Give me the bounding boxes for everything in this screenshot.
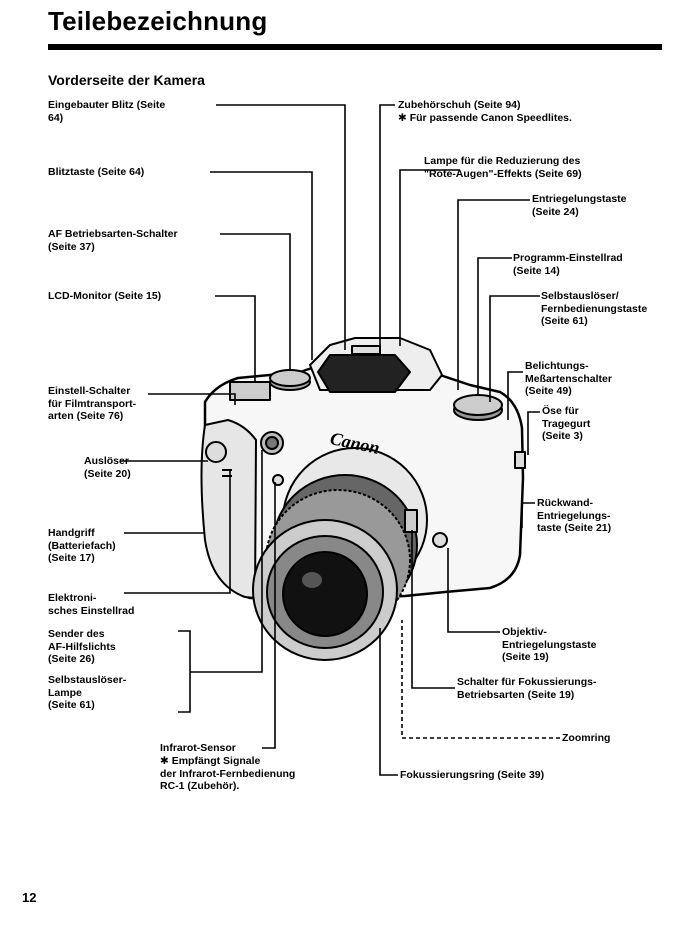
line-entriegelung [457, 199, 530, 390]
line-selbst [489, 295, 540, 402]
label-fokus-schalter: Schalter für Fokussierungs- Betriebsarte… [457, 676, 597, 701]
lens-release-button [432, 532, 448, 548]
label-einstell-schalter: Einstell-Schalter für Filmtransport- art… [48, 385, 137, 422]
label-sender-af-hilfslicht: Sender des AF-Hilfslichts (Seite 26) [48, 628, 116, 665]
label-ausloeser: Auslöser (Seite 20) [84, 455, 131, 480]
line-belichtung [507, 371, 523, 420]
note-zubehoerschuh: ✱ Für passende Canon Speedlites. [398, 112, 572, 124]
note-infrarot: ✱ Empfängt Signale der Infrarot-Fernbedi… [160, 755, 296, 792]
line-infrarot [262, 482, 276, 749]
label-lampe-rote-augen: Lampe für die Reduzierung des "Rote-Auge… [424, 155, 582, 180]
camera-illustration [200, 337, 526, 661]
label-handgriff: Handgriff (Batteriefach) (Seite 17) [48, 527, 116, 564]
label-belichtungs-messartenschalter: Belichtungs- Meßartenschalter (Seite 49) [525, 360, 612, 397]
label-fokussierungsring: Fokussierungsring (Seite 39) [400, 769, 545, 781]
line-blitztaste [210, 171, 313, 360]
label-infrarot-sensor: Infrarot-Sensor [160, 742, 236, 754]
line-fokusring [379, 628, 398, 776]
page-title: Teilebezeichnung [48, 6, 268, 36]
lens-glass [282, 551, 368, 637]
label-selbstausloeser-fernbedienung: Selbstauslöser/ Fernbedienungstaste (Sei… [541, 290, 648, 327]
line-rueckwand [521, 502, 535, 528]
focus-mode-switch [404, 509, 418, 533]
line-af-schalter [220, 233, 291, 370]
line-blitz [216, 104, 346, 350]
red-eye-lamp [351, 345, 381, 355]
label-programm-einstellrad: Programm-Einstellrad (Seite 14) [513, 252, 623, 277]
handgrip [200, 419, 257, 599]
line-einstellrad [124, 470, 231, 594]
line-sender-link [190, 450, 263, 673]
label-zoomring: Zoomring [562, 732, 611, 744]
line-einstell [148, 393, 236, 405]
line-zoomring [401, 620, 560, 739]
label-eingebauter-blitz: Eingebauter Blitz (Seite 64) [48, 99, 166, 124]
label-entriegelungstaste: Entriegelungstaste (Seite 24) [532, 193, 627, 218]
shutter-button [205, 441, 227, 463]
lcd-monitor [229, 381, 271, 401]
label-blitztaste: Blitztaste (Seite 64) [48, 166, 145, 178]
line-lcd [215, 295, 256, 382]
label-af-betriebsarten-schalter: AF Betriebsarten-Schalter (Seite 37) [48, 228, 178, 253]
line-sender [178, 630, 191, 713]
label-oese-tragegurt: Öse für Tragegurt (Seite 3) [542, 405, 591, 442]
line-lampe [399, 169, 460, 346]
label-selbstausloeser-lampe: Selbstauslöser- Lampe (Seite 61) [48, 674, 127, 711]
strap-eyelet [514, 451, 526, 469]
label-objektiv-entriegelung: Objektiv- Entriegelungstaste (Seite 19) [502, 626, 597, 663]
label-lcd-monitor: LCD-Monitor (Seite 15) [48, 290, 162, 302]
label-zubehoerschuh: Zubehörschuh (Seite 94) [398, 99, 521, 111]
line-zubehoer [379, 104, 395, 352]
section-subtitle: Vorderseite der Kamera [48, 72, 205, 88]
title-rule [48, 44, 662, 50]
line-programm [477, 257, 512, 396]
flash-window [317, 354, 411, 393]
label-rueckwand-entriegelung: Rückwand- Entriegelungs- taste (Seite 21… [537, 497, 612, 534]
label-elektronisches-einstellrad: Elektroni- sches Einstellrad [48, 592, 135, 617]
line-fokus-schalter [411, 530, 455, 689]
leader-lines [120, 104, 560, 776]
line-oese [527, 411, 540, 455]
page-number: 12 [22, 890, 37, 905]
line-objektiv [447, 548, 500, 633]
